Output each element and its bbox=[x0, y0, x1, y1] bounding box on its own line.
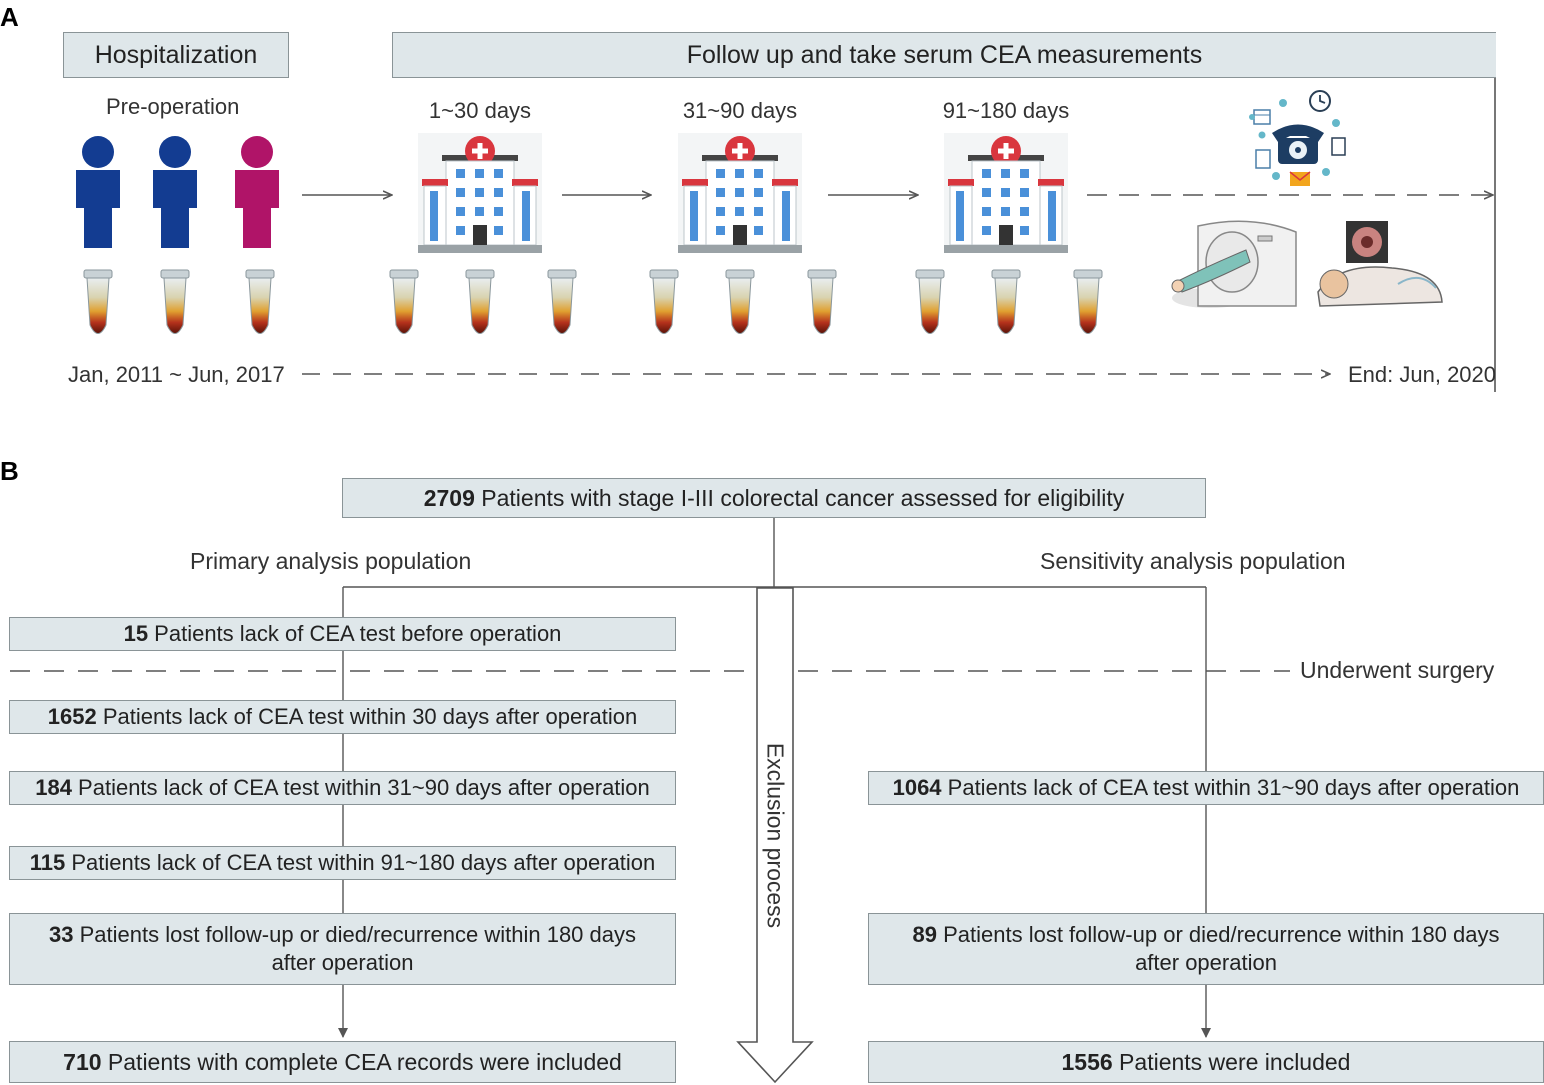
sensitivity-included-text: Patients were included bbox=[1112, 1049, 1351, 1075]
calculator-icon bbox=[1331, 137, 1346, 156]
gear-icon bbox=[1249, 99, 1340, 180]
sensitivity-exclusion-box-1: 1064 Patients lack of CEA test within 31… bbox=[868, 771, 1544, 805]
primary-text-4: Patients lack of CEA test within 91~180 … bbox=[65, 850, 656, 875]
eligibility-count: 2709 bbox=[423, 485, 475, 511]
male-patient-icon-2 bbox=[153, 136, 197, 248]
primary-text-2: Patients lack of CEA test within 30 days… bbox=[96, 704, 638, 729]
colonoscopy-icon bbox=[1317, 221, 1443, 307]
exclusion-process-label: Exclusion process bbox=[762, 742, 789, 929]
telephone-icon bbox=[1272, 124, 1324, 164]
sensitivity-count-1: 1064 bbox=[892, 775, 942, 800]
sensitivity-text-2b: after operation bbox=[1135, 950, 1277, 975]
sensitivity-text-1: Patients lack of CEA test within 31~90 d… bbox=[941, 775, 1520, 800]
period-label-1: 1~30 days bbox=[428, 98, 532, 123]
primary-included-count: 710 bbox=[63, 1049, 102, 1075]
period-label-3: 91~180 days bbox=[942, 98, 1070, 123]
primary-text-1: Patients lack of CEA test before operati… bbox=[148, 621, 562, 646]
sensitivity-exclusion-box-2: 89 Patients lost follow-up or died/recur… bbox=[868, 913, 1544, 985]
hospital-icon-1 bbox=[417, 132, 543, 254]
eligibility-box: 2709 Patients with stage I-III colorecta… bbox=[342, 478, 1206, 518]
primary-count-2: 1652 bbox=[47, 704, 97, 729]
primary-text-5b: after operation bbox=[271, 950, 414, 975]
pre-operation-label: Pre-operation bbox=[106, 94, 240, 119]
blood-tube-icons bbox=[83, 269, 1103, 334]
follow-up-box: Follow up and take serum CEA measurement… bbox=[392, 32, 1496, 78]
eligibility-text: Patients with stage I-III colorectal can… bbox=[474, 485, 1125, 511]
hospital-icon-3 bbox=[943, 132, 1069, 254]
primary-count-5: 33 bbox=[49, 922, 74, 947]
primary-count-4: 115 bbox=[29, 850, 66, 875]
calendar-icon bbox=[1253, 109, 1271, 125]
hospital-icon-2 bbox=[677, 132, 803, 254]
period-label-2: 31~90 days bbox=[682, 98, 798, 123]
primary-population-title: Primary analysis population bbox=[190, 548, 472, 574]
hospitalization-label: Hospitalization bbox=[94, 41, 258, 69]
underwent-surgery-label: Underwent surgery bbox=[1300, 657, 1495, 683]
primary-included-box: 710 Patients with complete CEA records w… bbox=[9, 1041, 676, 1083]
primary-count-3: 184 bbox=[35, 775, 72, 800]
sensitivity-included-count: 1556 bbox=[1061, 1049, 1113, 1075]
primary-text-5: Patients lost follow-up or died/recurren… bbox=[73, 922, 636, 947]
primary-text-3: Patients lack of CEA test within 31~90 d… bbox=[71, 775, 650, 800]
female-patient-icon bbox=[235, 136, 279, 248]
panel-a-label: A bbox=[0, 2, 19, 32]
ct-scanner-icon bbox=[1171, 220, 1297, 308]
sensitivity-count-2: 89 bbox=[912, 922, 937, 947]
clipboard-icon bbox=[1255, 149, 1271, 169]
mail-icon bbox=[1289, 171, 1311, 186]
primary-included-text: Patients with complete CEA records were … bbox=[101, 1049, 622, 1075]
sensitivity-population-title: Sensitivity analysis population bbox=[1040, 548, 1346, 574]
follow-up-label: Follow up and take serum CEA measurement… bbox=[686, 41, 1203, 69]
sensitivity-included-box: 1556 Patients were included bbox=[868, 1041, 1544, 1083]
primary-exclusion-box-4: 115 Patients lack of CEA test within 91~… bbox=[9, 846, 676, 880]
male-patient-icon bbox=[76, 136, 120, 248]
exclusion-arrow bbox=[736, 587, 814, 1084]
sensitivity-text-2: Patients lost follow-up or died/recurren… bbox=[936, 922, 1500, 947]
primary-exclusion-box-5: 33 Patients lost follow-up or died/recur… bbox=[9, 913, 676, 985]
start-date-label: Jan, 2011 ~ Jun, 2017 bbox=[68, 362, 285, 387]
panel-b-label: B bbox=[0, 456, 19, 486]
clock-icon bbox=[1309, 90, 1331, 112]
primary-exclusion-box-3: 184 Patients lack of CEA test within 31~… bbox=[9, 771, 676, 805]
primary-exclusion-box-2: 1652 Patients lack of CEA test within 30… bbox=[9, 700, 676, 734]
end-date-label: End: Jun, 2020 bbox=[1348, 362, 1497, 387]
hospitalization-box: Hospitalization bbox=[63, 32, 289, 78]
primary-count-1: 15 bbox=[123, 621, 149, 646]
primary-exclusion-box-1: 15 Patients lack of CEA test before oper… bbox=[9, 617, 676, 651]
